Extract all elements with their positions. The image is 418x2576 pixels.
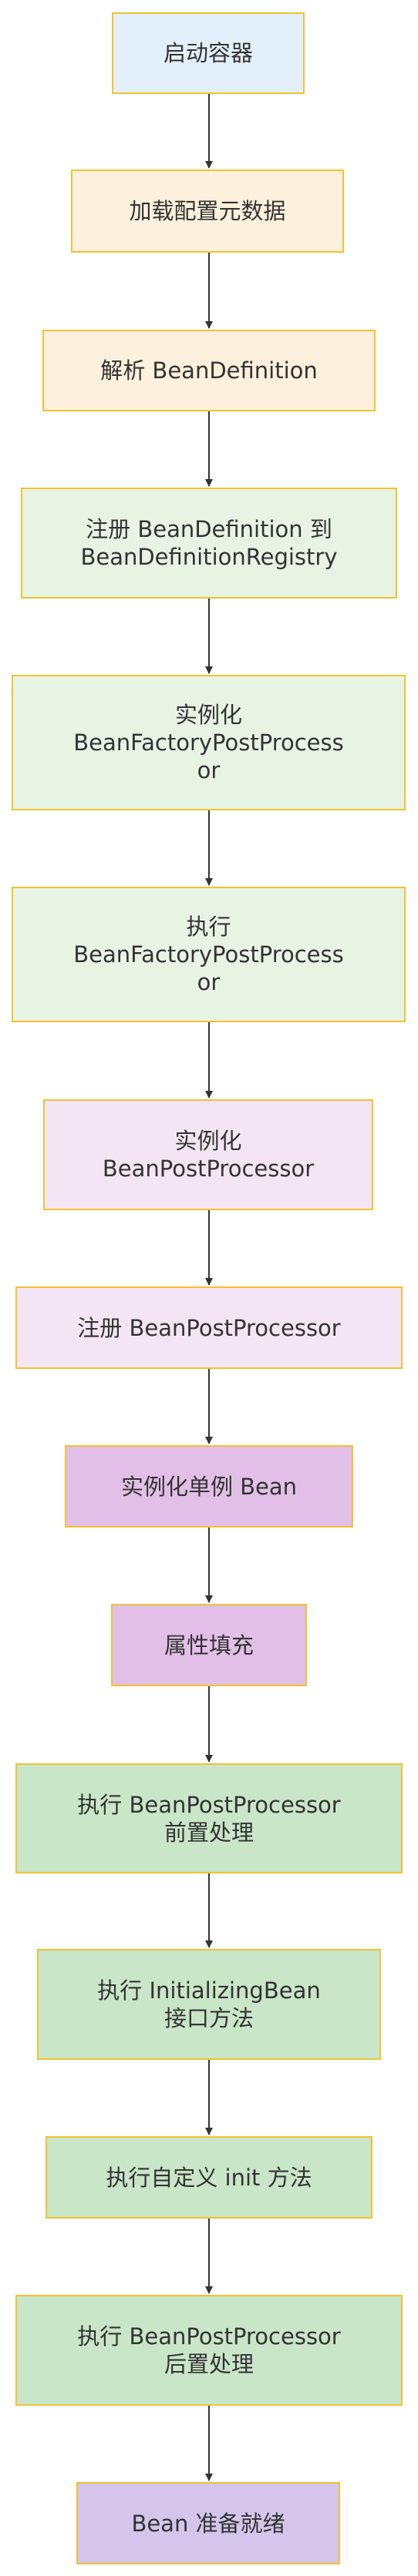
flow-node-label: 执行 InitializingBean 接口方法	[97, 1977, 321, 2031]
flow-node-label: 执行 BeanPostProcessor 后置处理	[77, 2323, 341, 2377]
flow-node-6: 执行 BeanFactoryPostProcess or	[12, 887, 406, 1022]
flow-node-4: 注册 BeanDefinition 到 BeanDefinitionRegist…	[21, 488, 397, 599]
flow-node-15: Bean 准备就绪	[76, 2482, 340, 2564]
flow-node-10: 属性填充	[111, 1604, 307, 1686]
flow-node-3: 解析 BeanDefinition	[42, 330, 376, 411]
flow-node-label: 解析 BeanDefinition	[100, 357, 318, 384]
flow-node-1: 启动容器	[112, 12, 305, 94]
flow-node-label: 启动容器	[163, 40, 253, 66]
flow-node-label: 注册 BeanDefinition 到 BeanDefinitionRegist…	[80, 516, 338, 570]
flow-node-label: 加载配置元数据	[129, 198, 286, 224]
flow-node-label: 执行 BeanFactoryPostProcess or	[73, 914, 344, 995]
flow-node-9: 实例化单例 Bean	[65, 1445, 353, 1528]
flow-node-label: 实例化单例 Bean	[120, 1473, 298, 1500]
flow-node-label: 执行自定义 init 方法	[106, 2164, 312, 2191]
flow-node-label: 执行 BeanPostProcessor 前置处理	[77, 1791, 341, 1846]
flow-node-8: 注册 BeanPostProcessor	[15, 1286, 403, 1369]
flow-node-label: 实例化 BeanFactoryPostProcess or	[73, 702, 344, 783]
flow-node-label: 属性填充	[163, 1632, 254, 1659]
flow-node-label: Bean 准备就绪	[131, 2510, 285, 2537]
flow-node-11: 执行 BeanPostProcessor 前置处理	[15, 1763, 403, 1873]
flow-node-label: 实例化 BeanPostProcessor	[102, 1128, 315, 1182]
flow-node-5: 实例化 BeanFactoryPostProcess or	[12, 675, 406, 810]
flow-node-14: 执行 BeanPostProcessor 后置处理	[15, 2295, 403, 2406]
flow-node-7: 实例化 BeanPostProcessor	[43, 1099, 373, 1210]
flow-node-2: 加载配置元数据	[71, 169, 344, 253]
flow-node-12: 执行 InitializingBean 接口方法	[37, 1949, 381, 2060]
flow-node-13: 执行自定义 init 方法	[46, 2136, 372, 2219]
flow-node-label: 注册 BeanPostProcessor	[77, 1314, 341, 1341]
